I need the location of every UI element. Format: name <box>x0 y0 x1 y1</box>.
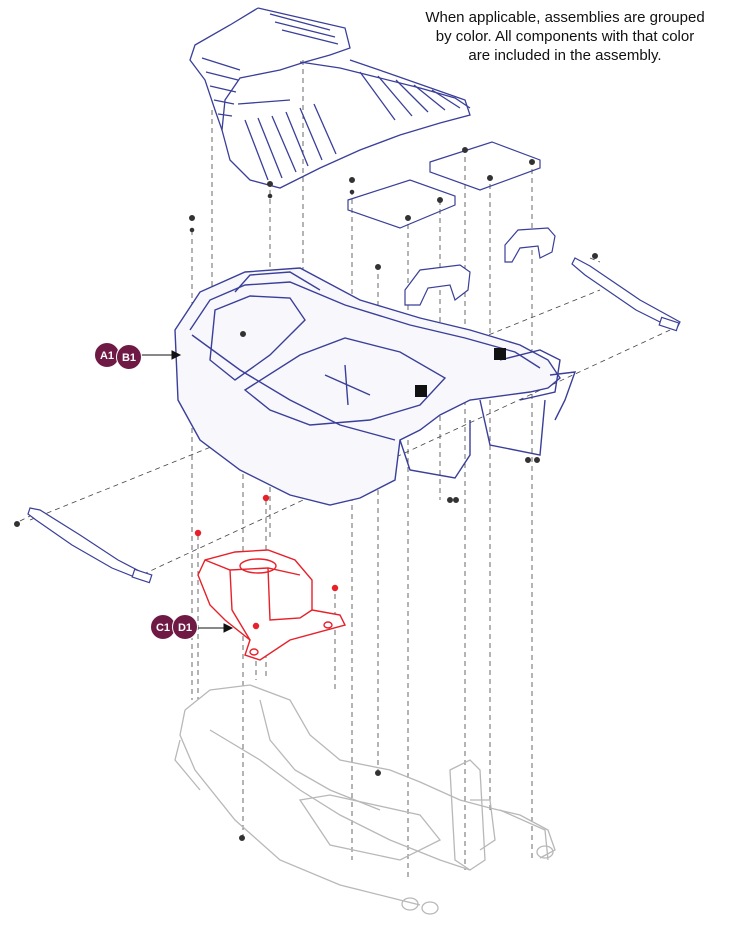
access-covers <box>347 141 541 229</box>
callout-badge-c1: C1 <box>150 614 176 640</box>
note-line-1: When applicable, assemblies are grouped <box>425 9 705 26</box>
note-line-2: by color. All components with that color <box>435 28 695 45</box>
note-line-3: are included in the assembly. <box>468 47 662 64</box>
assembly-color-note: When applicable, assemblies are grouped … <box>400 8 730 65</box>
callout-leaders <box>140 350 234 633</box>
base-frame <box>174 684 556 915</box>
center-console-assembly <box>194 494 347 661</box>
callout-badge-d1: D1 <box>172 614 198 640</box>
hardware-screws <box>14 147 598 841</box>
trim-strips <box>27 257 681 584</box>
decals <box>415 348 506 397</box>
callout-badge-b1: B1 <box>116 344 142 370</box>
main-shroud <box>174 267 577 506</box>
side-cowls <box>404 227 556 306</box>
seat-pad <box>189 7 471 189</box>
